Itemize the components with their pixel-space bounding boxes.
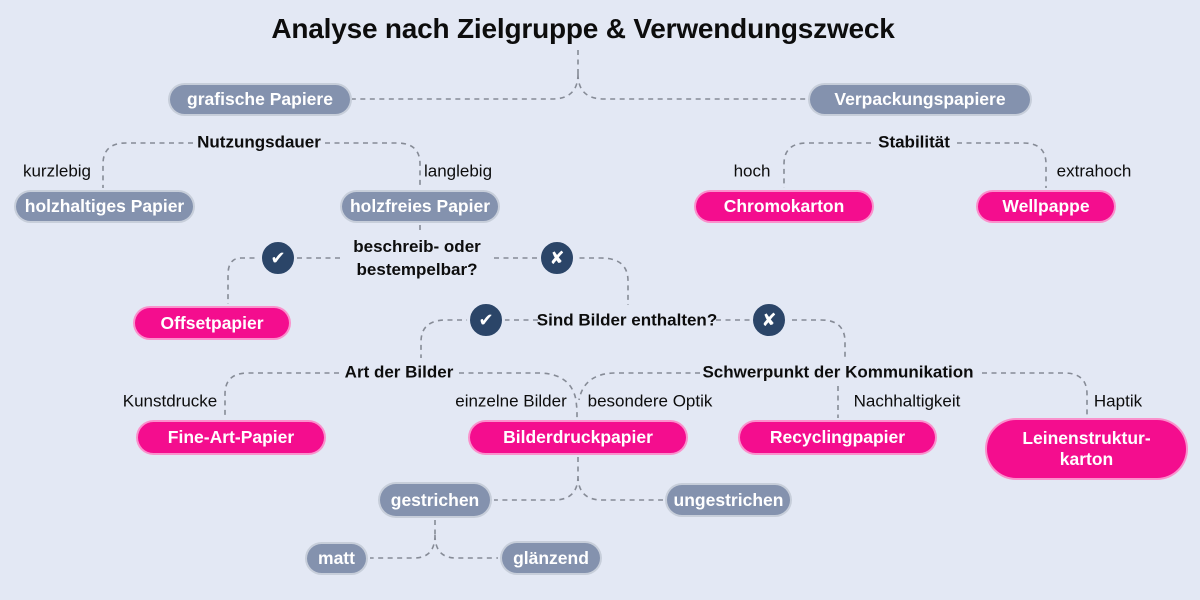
question-beschreibbar: beschreib- oder bestempelbar? xyxy=(353,237,481,279)
edge-label-nachhaltigkeit: Nachhaltigkeit xyxy=(853,391,961,411)
check-icon: ✔ xyxy=(259,239,297,277)
node-wellpappe: Wellpappe xyxy=(976,190,1116,223)
check-glyph: ✔ xyxy=(270,247,286,268)
node-bilderdruckpapier: Bilderdruckpapier xyxy=(468,420,688,455)
node-offsetpapier: Offsetpapier xyxy=(133,306,291,340)
node-matt: matt xyxy=(305,542,368,575)
check-icon: ✔ xyxy=(467,301,505,339)
criterion-schwerpunkt-kommunikation: Schwerpunkt der Kommunikation xyxy=(702,362,974,382)
node-glaenzend: glänzend xyxy=(500,541,602,575)
node-gestrichen: gestrichen xyxy=(378,482,492,518)
cross-glyph: ✘ xyxy=(549,247,565,268)
criterion-stabilitaet: Stabilität xyxy=(878,132,950,152)
cross-glyph: ✘ xyxy=(761,309,777,330)
node-holzfreies-papier: holzfreies Papier xyxy=(340,190,500,223)
node-fine-art-papier: Fine-Art-Papier xyxy=(136,420,326,455)
edge-label-besondere-optik: besondere Optik xyxy=(587,391,713,411)
edge-label-extrahoch: extrahoch xyxy=(1056,161,1132,181)
edge-label-einzelne-bilder: einzelne Bilder xyxy=(455,391,567,411)
node-leinenstrukturkarton: Leinenstruktur- karton xyxy=(985,418,1188,480)
node-verpackungspapiere: Verpackungspapiere xyxy=(808,83,1032,116)
question-sind-bilder-enthalten: Sind Bilder enthalten? xyxy=(536,310,718,330)
edge-label-kunstdrucke: Kunstdrucke xyxy=(122,391,218,411)
node-chromokarton: Chromokarton xyxy=(694,190,874,223)
node-recyclingpapier: Recyclingpapier xyxy=(738,420,937,455)
criterion-art-der-bilder: Art der Bilder xyxy=(344,362,454,382)
check-glyph: ✔ xyxy=(478,309,494,330)
cross-icon: ✘ xyxy=(750,301,788,339)
edge-label-kurzlebig: kurzlebig xyxy=(22,161,92,181)
cross-icon: ✘ xyxy=(538,239,576,277)
edge-label-langlebig: langlebig xyxy=(423,161,493,181)
criterion-nutzungsdauer: Nutzungsdauer xyxy=(197,132,321,152)
node-grafische-papiere: grafische Papiere xyxy=(168,83,352,116)
edge-label-haptik: Haptik xyxy=(1093,391,1143,411)
edge-label-hoch: hoch xyxy=(733,161,771,181)
node-holzhaltiges-papier: holzhaltiges Papier xyxy=(14,190,195,223)
node-ungestrichen: ungestrichen xyxy=(665,483,792,517)
page-title: Analyse nach Zielgruppe & Verwendungszwe… xyxy=(271,13,895,44)
